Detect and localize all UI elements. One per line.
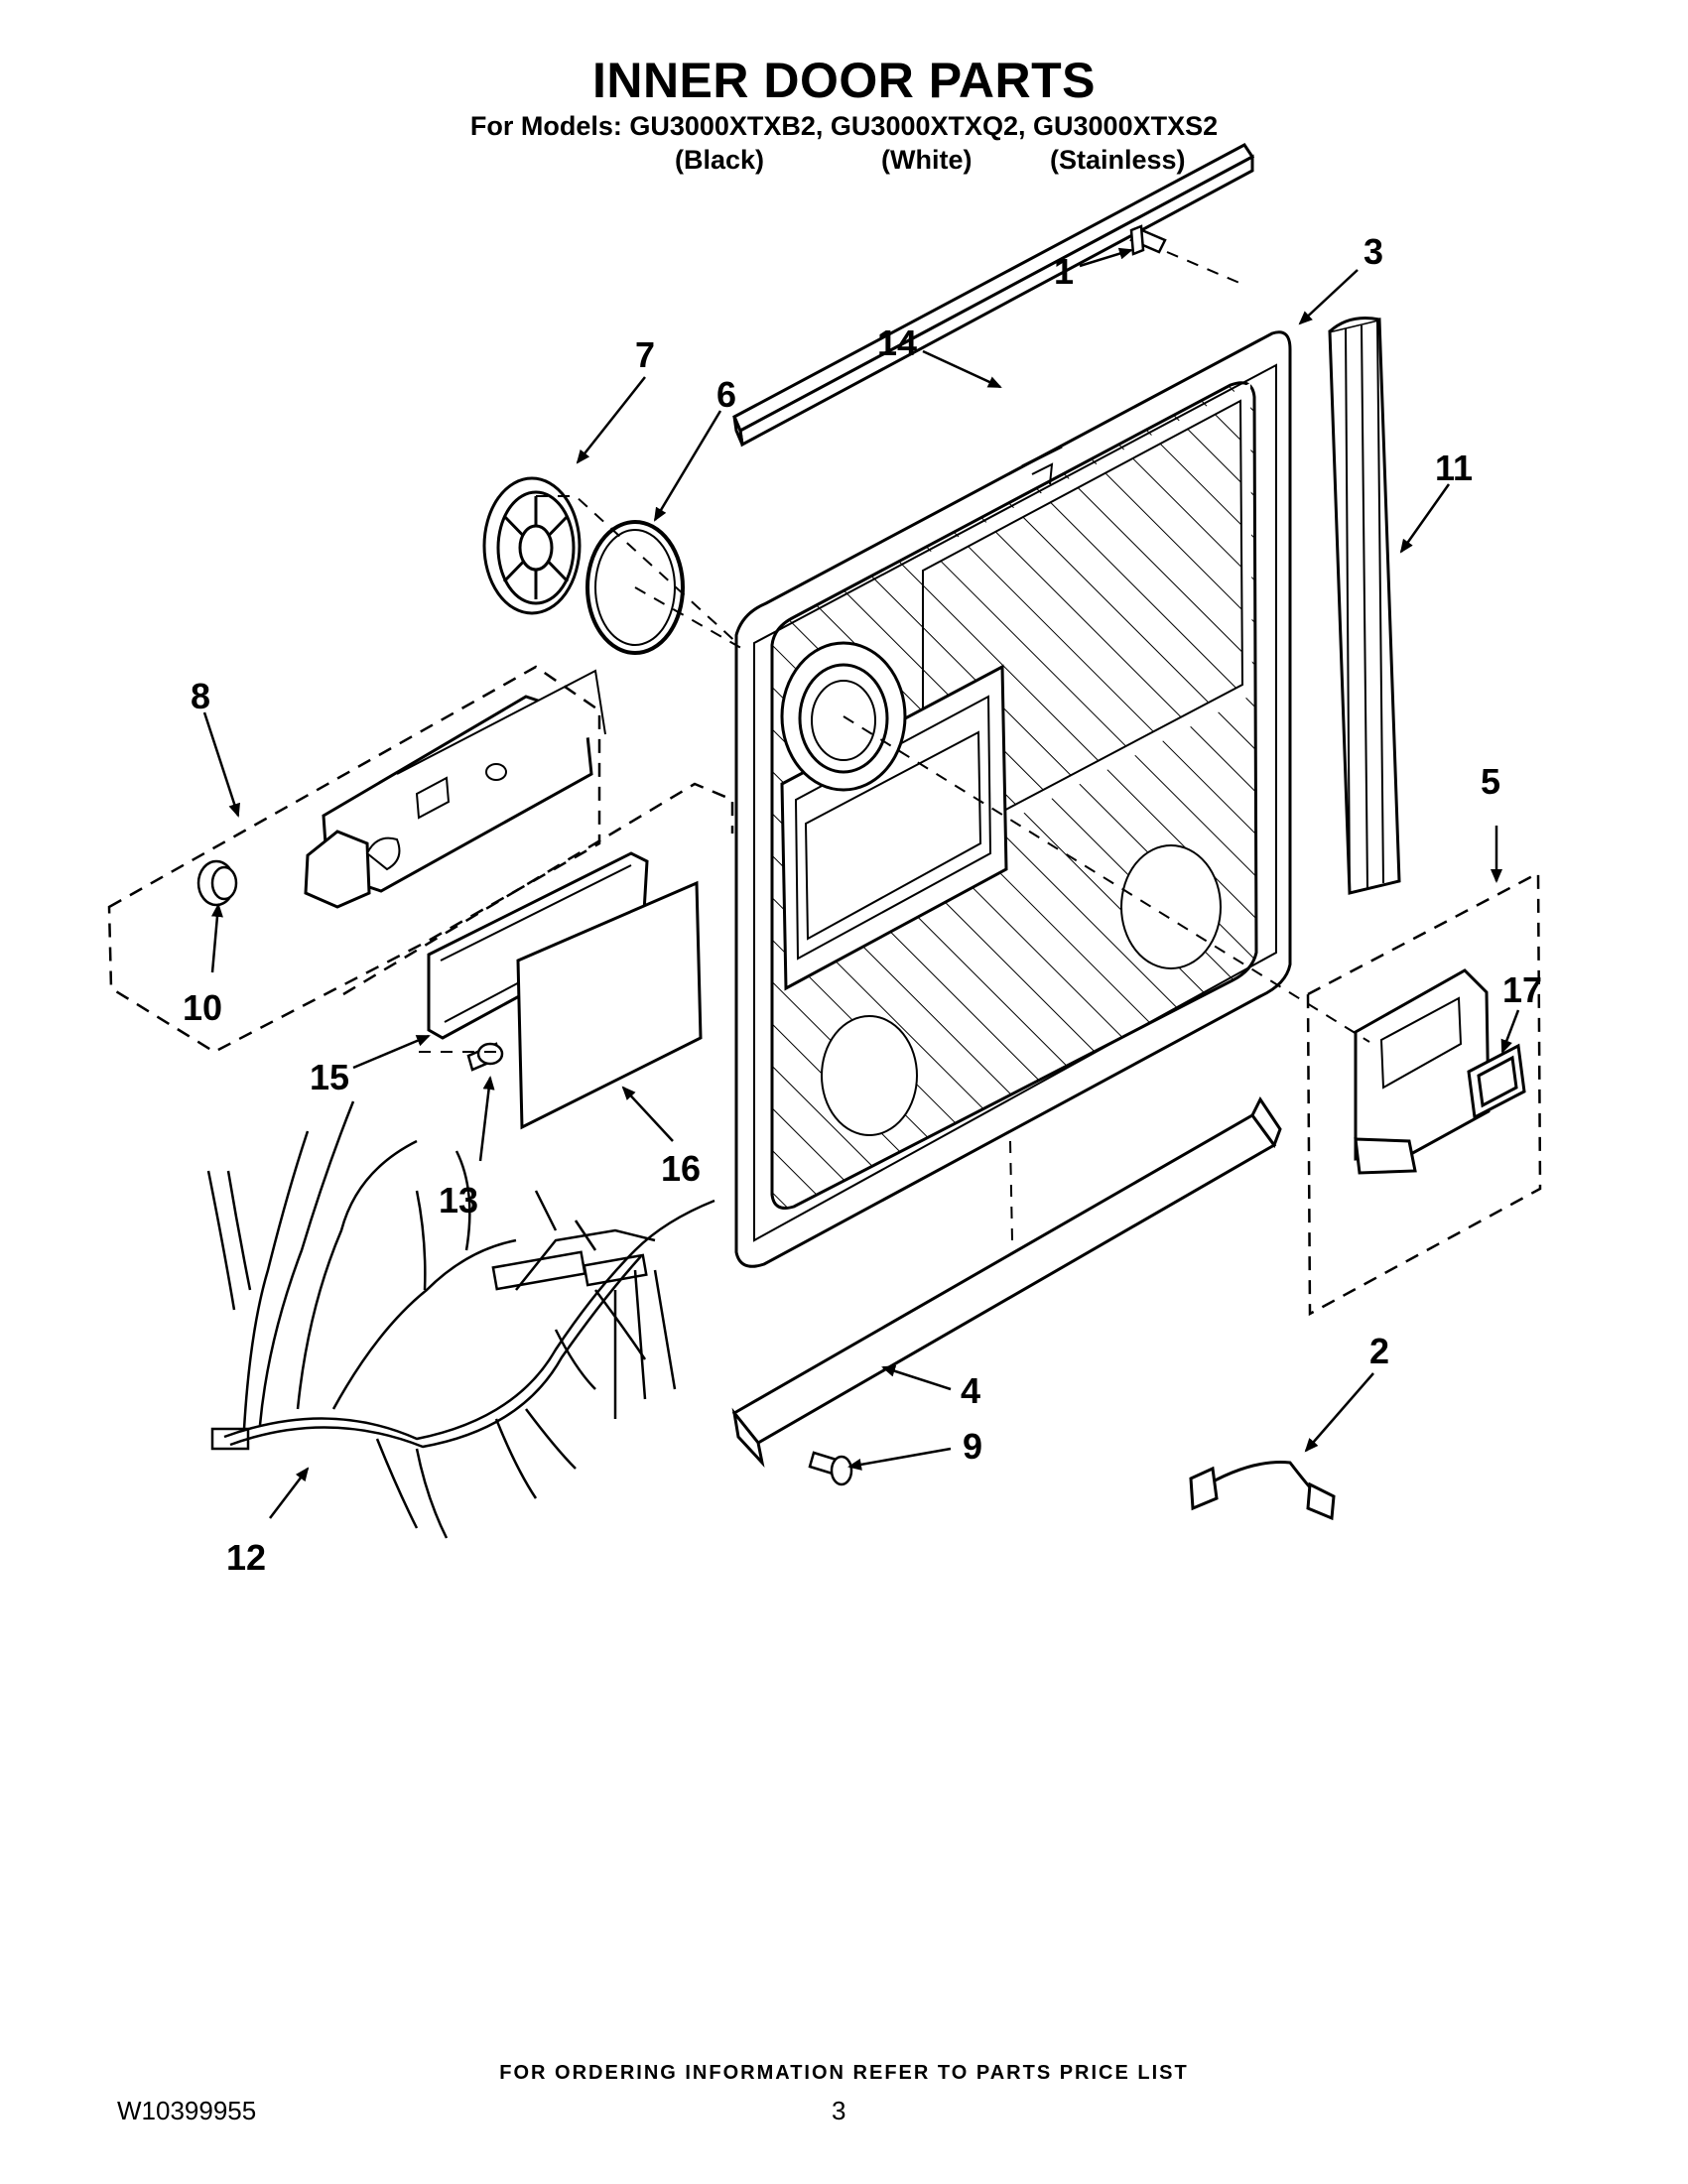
screw-1 [1129,224,1167,256]
callout-4: 4 [961,1370,980,1411]
callout-5: 5 [1481,761,1500,802]
color-stainless: (Stainless) [1050,145,1186,175]
dispenser-module-8 [304,669,606,909]
callout-1: 1 [1054,251,1074,292]
callout-17: 17 [1502,969,1542,1010]
models-line: For Models: GU3000XTXB2, GU3000XTXQ2, GU… [469,111,1219,141]
page-title: INNER DOOR PARTS [591,53,1097,108]
top-door-track [732,143,1255,448]
side-seal-11 [1328,317,1401,895]
inner-door-panel [734,330,1292,1268]
dashed-leader-lines [417,251,1370,1241]
callout-2: 2 [1369,1331,1389,1371]
button-10 [196,859,238,907]
color-white: (White) [881,145,973,175]
callout-13: 13 [439,1180,478,1220]
callout-6: 6 [716,374,736,415]
screw-9 [808,1451,853,1486]
latch-assembly-5 [1354,968,1491,1175]
callout-arrows [202,247,1520,1519]
callout-11: 11 [1435,448,1473,488]
callout-15: 15 [310,1057,349,1097]
callout-7: 7 [635,334,655,375]
gasket-6 [585,520,685,655]
ordering-note: FOR ORDERING INFORMATION REFER TO PARTS … [499,2062,1189,2084]
dashed-box-8 [107,665,601,1054]
callout-12: 12 [226,1537,266,1578]
dashed-box-15 [342,782,734,996]
gasket-17 [1467,1043,1526,1120]
color-black: (Black) [675,145,765,175]
callout-9: 9 [963,1426,982,1467]
callout-16: 16 [661,1148,701,1189]
document-number: W10399955 [117,2096,257,2125]
callout-10: 10 [183,987,222,1028]
dashed-box-5 [1306,870,1542,1317]
board-cover-16 [516,880,703,1130]
wiring-harness-12 [206,1100,715,1539]
screw-13 [466,1042,504,1072]
page-number: 3 [832,2096,846,2125]
vent-assembly-7 [482,476,582,615]
bottom-door-track [731,1096,1282,1468]
wire-harness-2 [1189,1461,1336,1521]
callout-3: 3 [1363,231,1383,272]
callout-8: 8 [191,676,210,716]
callout-14: 14 [877,322,917,363]
